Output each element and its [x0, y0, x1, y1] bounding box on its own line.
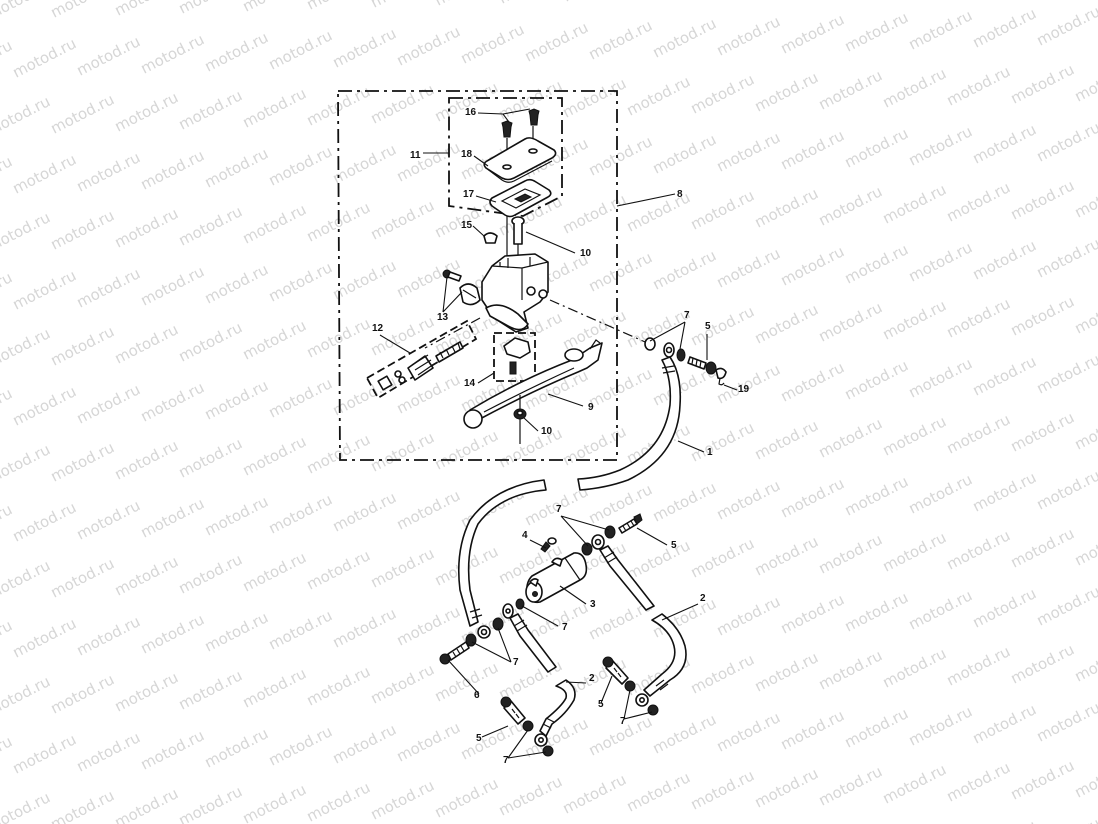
piston-kit-12-icon: [365, 319, 478, 400]
cap-kit-frame-11: [448, 97, 563, 217]
brake-hose-2-left-icon: [500, 679, 576, 757]
joint-right-hose-icon: [599, 545, 655, 611]
bleed-screw-4-icon: [540, 537, 557, 553]
callout-7: 7: [503, 755, 509, 766]
joint-upper-banjo-fitting-icon: [581, 513, 643, 556]
cap-15-icon: [483, 232, 498, 244]
brake-hose-1-lower-icon: [457, 479, 547, 627]
callout-5: 5: [598, 699, 604, 710]
callout-9: 9: [588, 402, 594, 413]
callout-11: 11: [410, 150, 421, 161]
callout-10: 10: [580, 248, 592, 259]
brake-lever-9-icon: [463, 339, 603, 429]
callout-15: 15: [461, 220, 473, 231]
callout-17: 17: [463, 189, 475, 200]
callout-6: 6: [474, 690, 480, 701]
master-cylinder-body-icon: [481, 253, 549, 333]
leader-lines: [379, 108, 738, 759]
callout-2: 2: [589, 673, 595, 684]
upper-banjo-fitting-icon: [644, 337, 727, 386]
callout-16: 16: [465, 107, 477, 118]
reservoir-cap-18-icon: [483, 137, 557, 183]
joint-lower-banjo-fitting-icon: [502, 598, 557, 673]
callout-12: 12: [372, 323, 384, 334]
brake-switch-14-icon: [493, 332, 536, 382]
brake-hose-2-right-icon: [602, 613, 687, 716]
callout-7: 7: [684, 310, 690, 321]
callout-2: 2: [700, 593, 706, 604]
callout-5: 5: [671, 540, 677, 551]
callout-10: 10: [541, 426, 553, 437]
diaphragm-17-icon: [489, 178, 552, 218]
bolt-10-icon: [506, 216, 525, 260]
holder-13-icon: [442, 269, 481, 306]
callout-18: 18: [461, 149, 473, 160]
callout-1: 1: [707, 447, 713, 458]
callout-7: 7: [556, 504, 562, 515]
nut-10-icon: [513, 395, 527, 444]
callout-8: 8: [677, 189, 683, 200]
callout-14: 14: [464, 378, 476, 389]
callout-5: 5: [476, 733, 482, 744]
callout-3: 3: [590, 599, 596, 610]
assembly-frame-8: [337, 90, 618, 461]
callout-13: 13: [437, 312, 449, 323]
callout-7: 7: [562, 622, 568, 633]
callout-19: 19: [738, 384, 750, 395]
brake-joint-3-icon: [525, 552, 588, 604]
callout-4: 4: [522, 530, 528, 541]
callout-7: 7: [513, 657, 519, 668]
callout-5: 5: [705, 321, 711, 332]
callout-7: 7: [620, 716, 626, 727]
brake-hose-1-icon: [577, 356, 682, 491]
